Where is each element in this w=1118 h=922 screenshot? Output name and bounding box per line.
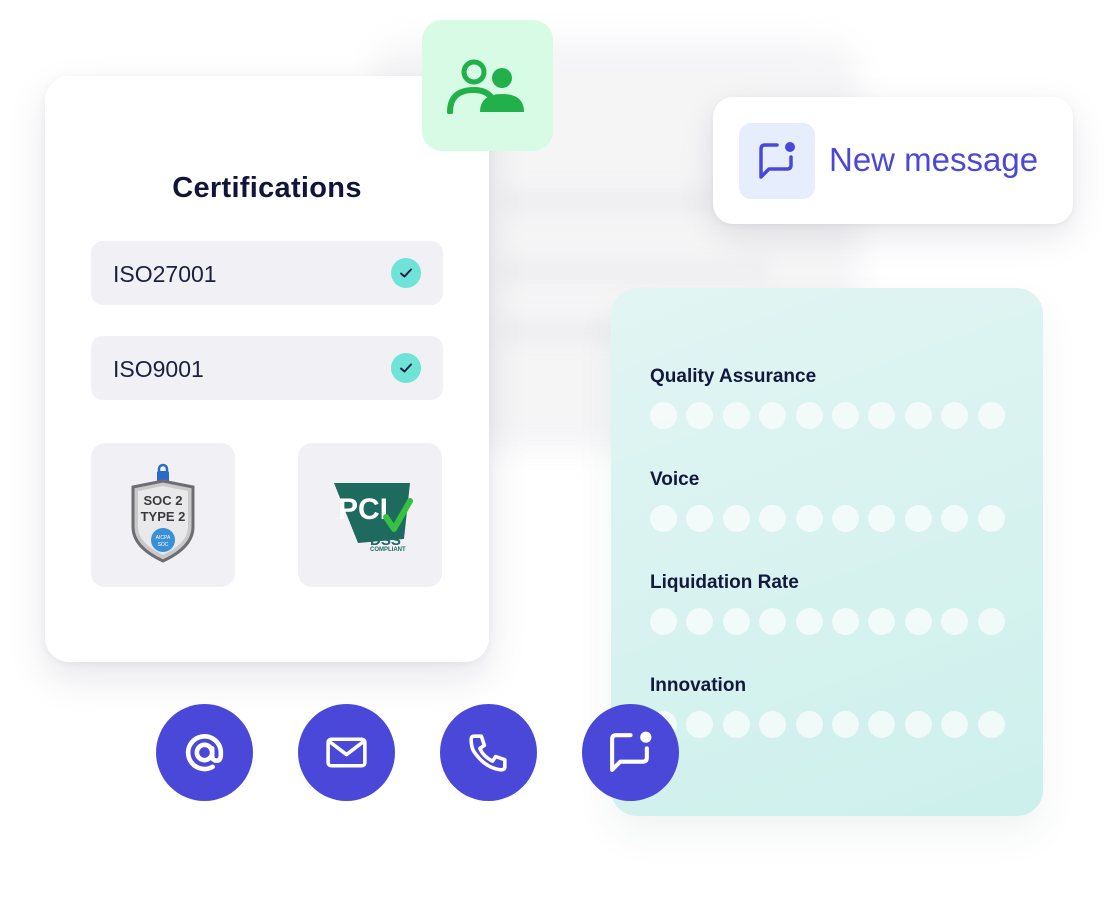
rating-label: Innovation bbox=[650, 675, 747, 696]
rating-dot[interactable] bbox=[650, 402, 677, 429]
users-icon bbox=[447, 59, 524, 114]
rating-dot[interactable] bbox=[795, 402, 823, 429]
rating-dot[interactable] bbox=[686, 608, 714, 635]
rating-dot[interactable] bbox=[722, 505, 750, 532]
rating-dot[interactable] bbox=[686, 711, 714, 738]
rating-dot[interactable] bbox=[759, 711, 787, 738]
ratings-card: Quality Assurance Voice Liquidation Rate… bbox=[611, 288, 1043, 816]
svg-text:SOC: SOC bbox=[158, 542, 169, 548]
certification-label: ISO27001 bbox=[113, 261, 217, 287]
svg-text:TYPE 2: TYPE 2 bbox=[141, 509, 186, 524]
rating-dot[interactable] bbox=[722, 711, 750, 738]
chat-button[interactable] bbox=[582, 704, 679, 801]
rating-group-innovation: Innovation bbox=[650, 675, 1020, 739]
rating-dot[interactable] bbox=[795, 505, 823, 532]
rating-label: Liquidation Rate bbox=[650, 572, 799, 593]
rating-dots[interactable] bbox=[650, 402, 1020, 430]
rating-dot[interactable] bbox=[722, 402, 750, 429]
rating-dot[interactable] bbox=[686, 505, 714, 532]
rating-dot[interactable] bbox=[977, 505, 1005, 532]
rating-dot[interactable] bbox=[941, 608, 969, 635]
rating-dot[interactable] bbox=[977, 402, 1005, 429]
email-at-button[interactable] bbox=[156, 704, 253, 801]
certification-item-iso27001[interactable]: ISO27001 bbox=[91, 241, 443, 305]
rating-dot[interactable] bbox=[795, 608, 823, 635]
rating-dot[interactable] bbox=[977, 711, 1005, 738]
rating-dot[interactable] bbox=[904, 402, 932, 429]
rating-dot[interactable] bbox=[977, 608, 1005, 635]
rating-dots[interactable] bbox=[650, 505, 1020, 533]
rating-dot[interactable] bbox=[650, 608, 677, 635]
message-icon-wrap bbox=[739, 123, 815, 199]
message-notification-icon bbox=[759, 142, 795, 179]
check-icon bbox=[391, 258, 421, 288]
phone-icon bbox=[469, 734, 507, 772]
rating-label: Voice bbox=[650, 469, 700, 490]
rating-dot[interactable] bbox=[759, 505, 787, 532]
rating-dot[interactable] bbox=[832, 711, 859, 738]
rating-dots[interactable] bbox=[650, 608, 1020, 636]
rating-dot[interactable] bbox=[868, 505, 896, 532]
svg-text:COMPLIANT: COMPLIANT bbox=[370, 547, 406, 553]
svg-text:AICPA: AICPA bbox=[156, 535, 171, 541]
new-message-notification[interactable]: New message bbox=[713, 97, 1073, 224]
soc2-type2-badge-icon: SOC 2 TYPE 2 AICPA SOC bbox=[131, 463, 195, 563]
soc2-badge-tile: SOC 2 TYPE 2 AICPA SOC bbox=[91, 443, 235, 587]
rating-dot[interactable] bbox=[941, 505, 969, 532]
certifications-title: Certifications bbox=[172, 172, 362, 204]
mail-icon bbox=[326, 737, 367, 768]
rating-dot[interactable] bbox=[795, 711, 823, 738]
svg-text:DSS: DSS bbox=[370, 532, 401, 549]
pci-dss-compliant-badge-icon: PCI DSS COMPLIANT bbox=[334, 483, 413, 553]
phone-button[interactable] bbox=[440, 704, 537, 801]
rating-dot[interactable] bbox=[868, 402, 896, 429]
rating-label: Quality Assurance bbox=[650, 366, 817, 387]
rating-group-voice: Voice bbox=[650, 469, 1020, 533]
rating-dot[interactable] bbox=[722, 608, 750, 635]
rating-dot[interactable] bbox=[868, 711, 896, 738]
rating-dot[interactable] bbox=[904, 711, 932, 738]
rating-dot[interactable] bbox=[832, 608, 859, 635]
rating-dot[interactable] bbox=[650, 505, 677, 532]
rating-dot[interactable] bbox=[832, 402, 859, 429]
rating-group-liquidation-rate: Liquidation Rate bbox=[650, 572, 1020, 636]
rating-dot[interactable] bbox=[904, 608, 932, 635]
team-tile bbox=[422, 20, 553, 151]
rating-dot[interactable] bbox=[686, 402, 714, 429]
rating-dot[interactable] bbox=[832, 505, 859, 532]
rating-dot[interactable] bbox=[941, 711, 969, 738]
svg-text:SOC 2: SOC 2 bbox=[143, 493, 182, 508]
rating-group-quality-assurance: Quality Assurance bbox=[650, 366, 1020, 430]
certifications-card: Certifications ISO27001 ISO9001 SOC 2 TY… bbox=[45, 76, 489, 662]
new-message-label: New message bbox=[829, 141, 1039, 178]
check-icon bbox=[391, 353, 421, 383]
svg-text:PCI: PCI bbox=[338, 493, 388, 526]
rating-dot[interactable] bbox=[868, 608, 896, 635]
rating-dot[interactable] bbox=[759, 402, 787, 429]
certification-label: ISO9001 bbox=[113, 356, 204, 382]
at-sign-icon bbox=[185, 734, 224, 772]
rating-dot[interactable] bbox=[904, 505, 932, 532]
background-line bbox=[500, 260, 770, 282]
rating-dots[interactable] bbox=[650, 711, 1020, 739]
certification-item-iso9001[interactable]: ISO9001 bbox=[91, 336, 443, 400]
chat-icon bbox=[610, 731, 652, 772]
rating-dot[interactable] bbox=[759, 608, 787, 635]
rating-dot[interactable] bbox=[941, 402, 969, 429]
mail-button[interactable] bbox=[298, 704, 395, 801]
pci-badge-tile: PCI DSS COMPLIANT bbox=[298, 443, 442, 587]
